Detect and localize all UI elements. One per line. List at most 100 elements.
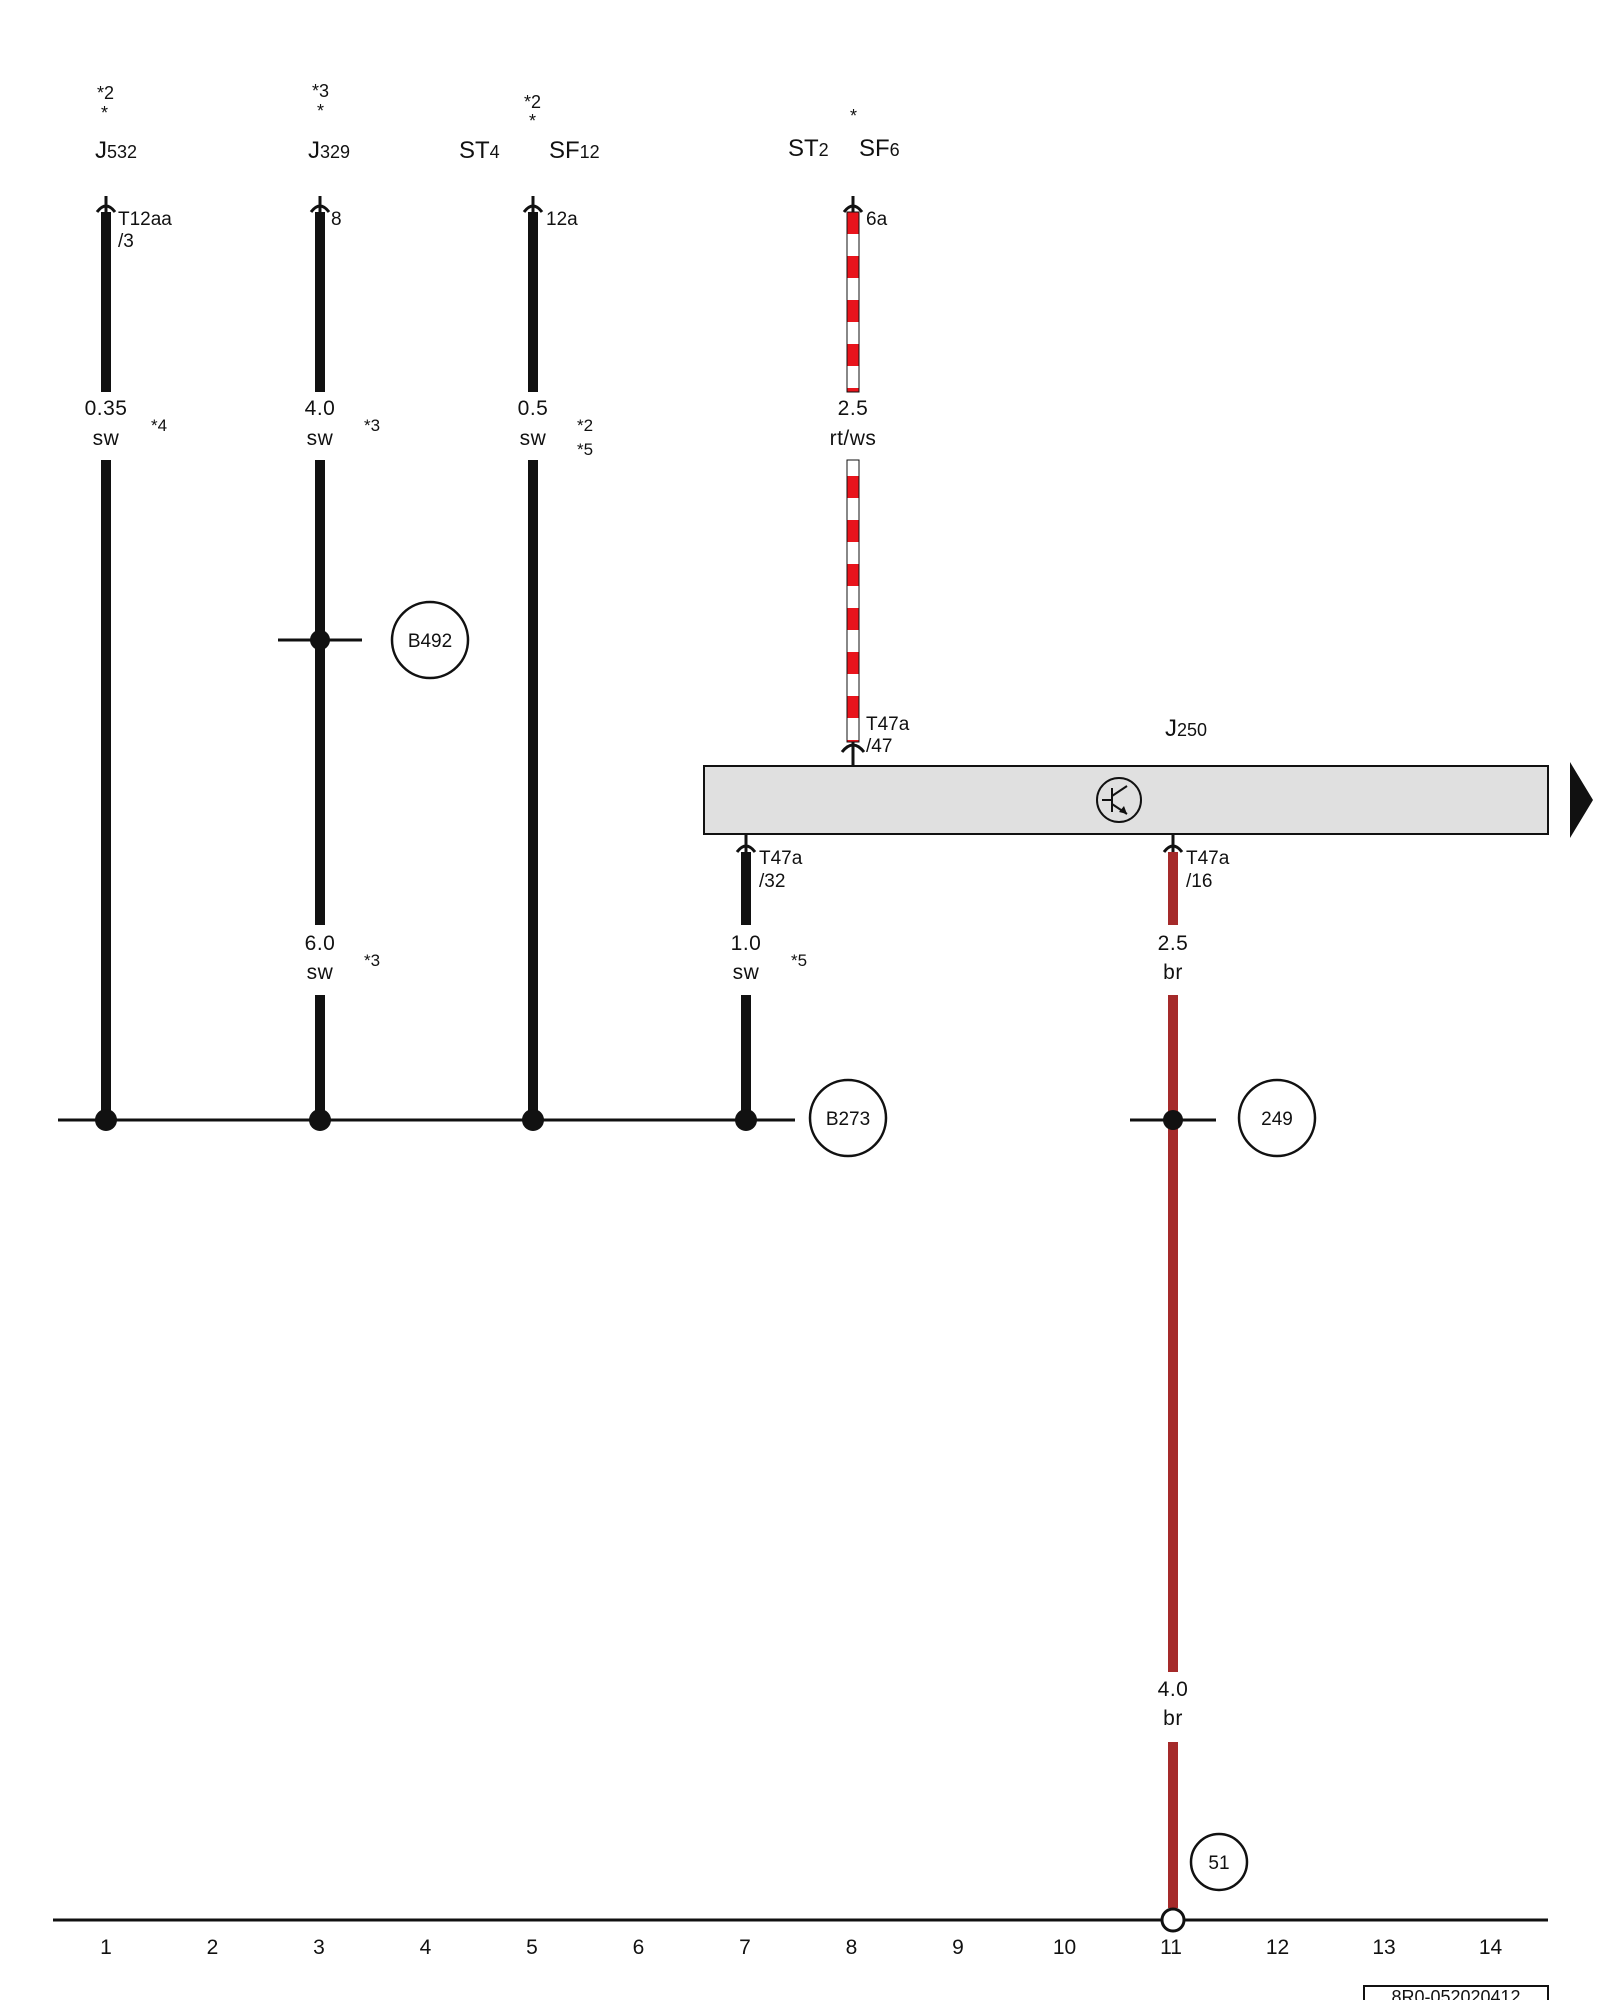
component-sf12: *2 * SF12	[524, 92, 600, 164]
column-number: 3	[313, 1936, 325, 1959]
wire-note: *2	[577, 416, 593, 435]
pin-label: T47a	[1186, 848, 1230, 869]
splice-dot	[1163, 1110, 1183, 1130]
component-j532: *2 * J532	[95, 83, 137, 164]
component-j329: *3 * J329	[308, 81, 350, 164]
splice-dot	[522, 1109, 544, 1131]
pin-label: /47	[866, 736, 892, 757]
continuation-arrow-icon	[1570, 762, 1593, 838]
ground-point	[1160, 1907, 1186, 1933]
component-sf6: * SF6	[850, 106, 900, 162]
connector-label: 249	[1261, 1109, 1293, 1130]
j532-note-1: *2	[97, 83, 114, 103]
connector-label: B273	[826, 1109, 870, 1130]
wire-color: sw	[93, 427, 120, 450]
wire-note: *5	[791, 951, 807, 970]
pin-label: /3	[118, 231, 134, 252]
st2-name: ST2	[788, 135, 829, 162]
connector-51: 51	[1189, 1832, 1249, 1892]
column-number: 2	[207, 1936, 219, 1959]
pin-j532: T12aa /3	[95, 196, 172, 252]
splice-dot	[735, 1109, 757, 1131]
wire-note: *3	[364, 951, 380, 970]
reference-border	[1363, 1985, 1549, 2000]
column-number: 6	[633, 1936, 645, 1959]
wire-size: 2.5	[1158, 932, 1189, 955]
connector-label: 51	[1208, 1853, 1229, 1874]
pin-label: T47a	[759, 848, 803, 869]
j250-name: J250	[1165, 715, 1207, 742]
column-number: 10	[1053, 1936, 1076, 1959]
wire-color: rt/ws	[830, 427, 877, 450]
wire-segment-striped	[846, 459, 860, 743]
module-box	[703, 765, 1549, 835]
wire-segment-striped	[846, 211, 860, 393]
connector-circle	[1189, 1832, 1249, 1892]
pin-label: /16	[1186, 871, 1212, 892]
column-number: 8	[846, 1936, 858, 1959]
reference-box: 8R0-052020412	[1363, 1985, 1549, 2000]
column-number: 11	[1160, 1936, 1182, 1959]
j532-note-2: *	[101, 103, 108, 123]
j329-note-2: *	[317, 101, 324, 121]
wire-col-7: 1.0 sw *5	[731, 852, 807, 1120]
pin-label: /32	[759, 871, 785, 892]
transistor-icon	[1096, 777, 1142, 823]
wire-color: sw	[307, 961, 334, 984]
column-number: 5	[526, 1936, 538, 1959]
column-number: 7	[739, 1936, 751, 1959]
column-number: 14	[1479, 1936, 1503, 1959]
pin-label: 6a	[866, 209, 888, 230]
sf6-name: SF6	[859, 135, 900, 162]
wire-size: 6.0	[305, 932, 336, 955]
wire-note: *3	[364, 416, 380, 435]
column-number: 1	[100, 1936, 112, 1959]
connector-label: B492	[408, 631, 452, 652]
pin-t47a-32: T47a /32	[735, 834, 803, 892]
connector-b492: B492	[390, 600, 470, 680]
j329-name: J329	[308, 137, 350, 164]
wire-color: sw	[733, 961, 760, 984]
wire-size: 4.0	[1158, 1678, 1189, 1701]
column-number: 4	[420, 1936, 432, 1959]
pin-label: T47a	[866, 714, 910, 735]
module-j250: J250	[703, 715, 1593, 838]
wire-size: 1.0	[731, 932, 762, 955]
wire-size: 2.5	[838, 397, 869, 420]
j532-name: J532	[95, 137, 137, 164]
connector-circle	[390, 600, 470, 680]
wire-col-11: 2.5 br 4.0 br	[1130, 852, 1216, 1908]
reference-number: 8R0-052020412	[1391, 1987, 1520, 2000]
splice-dot	[310, 630, 330, 650]
component-st2: ST2	[788, 135, 829, 162]
wire-size: 0.35	[85, 397, 128, 420]
wire-color: br	[1163, 1707, 1183, 1730]
wire-col-3: 4.0 sw *3 6.0 sw *3	[278, 212, 380, 1120]
wire-color: br	[1163, 961, 1183, 984]
pin-j329: 8	[309, 196, 342, 230]
wire-col-8: 2.5 rt/ws	[830, 211, 877, 743]
st4-name: ST4	[459, 137, 500, 164]
connector-249: 249	[1237, 1078, 1317, 1158]
wire-col-5: 0.5 sw *2 *5	[518, 212, 593, 1120]
pin-label: 12a	[546, 209, 578, 230]
sf12-name: SF12	[549, 137, 600, 164]
pin-label: T12aa	[118, 209, 172, 230]
ground-line	[53, 1907, 1548, 1933]
pin-sf6: 6a	[842, 196, 888, 230]
pin-t47a-47: T47a /47	[840, 714, 910, 766]
wire-note: *4	[151, 416, 167, 435]
wire-color: sw	[520, 427, 547, 450]
sf12-note-2: *	[529, 111, 536, 131]
ground-bus-b273: B273	[58, 1078, 888, 1158]
wire-size: 0.5	[518, 397, 549, 420]
wire-note: *5	[577, 440, 593, 459]
column-number: 9	[952, 1936, 964, 1959]
j329-note-1: *3	[312, 81, 329, 101]
sf12-note-1: *2	[524, 92, 541, 112]
pin-t47a-16: T47a /16	[1162, 834, 1230, 892]
column-number: 13	[1372, 1936, 1395, 1959]
splice-dot	[309, 1109, 331, 1131]
